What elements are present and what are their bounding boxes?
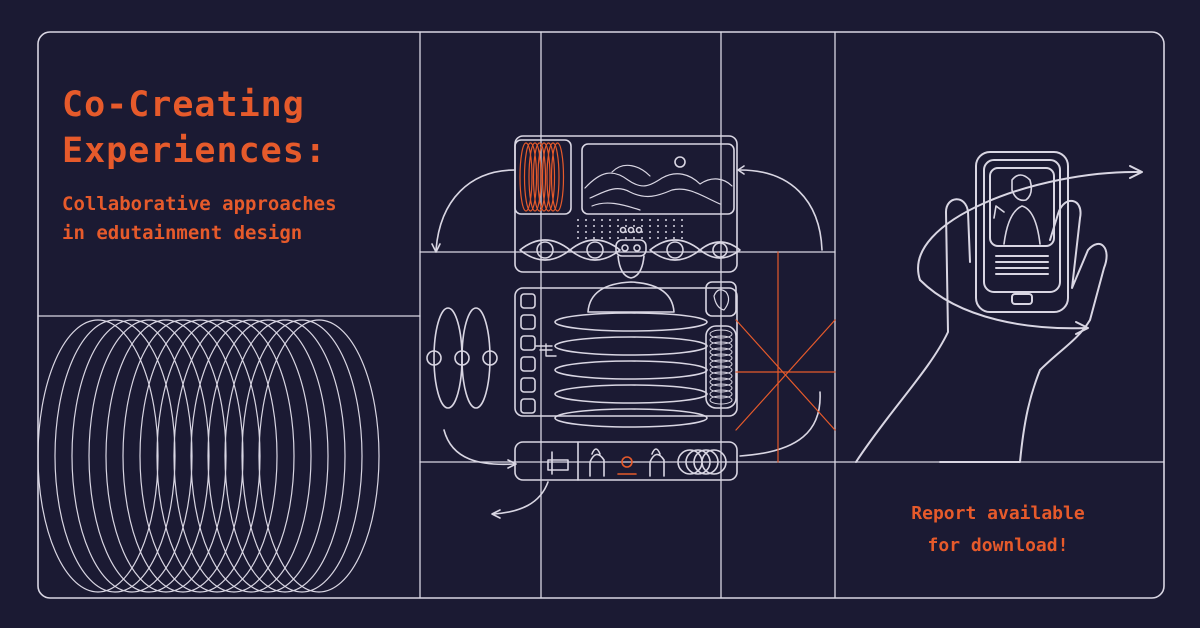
hand-icon — [547, 451, 569, 475]
landscape-waves — [584, 164, 733, 211]
headline: Co-Creating Experiences: — [62, 82, 327, 174]
vertical-coil — [709, 329, 733, 405]
person-right — [649, 448, 665, 477]
portrait-face — [713, 289, 730, 311]
center-dot-icon — [621, 456, 633, 468]
vr-headset-figure — [587, 226, 675, 313]
pointing-hand — [535, 343, 557, 357]
eyes-row — [519, 239, 741, 261]
cta-line-1: Report available — [911, 503, 1085, 524]
subtitle-line-2: in edutainment design — [62, 222, 303, 244]
coil-frame — [705, 325, 737, 409]
curve-arrow-left — [443, 429, 516, 466]
loop-diagram — [426, 307, 498, 409]
statue-figure — [993, 174, 1041, 245]
red-starburst — [735, 251, 836, 463]
curve-arrow-bottom — [493, 481, 549, 515]
middle-screen-panel — [514, 287, 738, 417]
subtitle-line-1: Collaborative approaches — [62, 193, 337, 215]
portrait-frame — [705, 281, 737, 317]
red-spring-coil — [519, 142, 565, 212]
landscape-screen — [581, 143, 735, 215]
frame-border — [37, 31, 1165, 599]
curve-arrow-right — [739, 391, 821, 457]
subtitle: Collaborative approaches in edutainment … — [62, 190, 337, 248]
hand-holding-phone — [855, 151, 1143, 463]
headline-line-1: Co-Creating — [62, 85, 305, 125]
dot-pattern — [577, 219, 683, 239]
person-left — [589, 448, 605, 477]
checkbox-list — [520, 293, 536, 414]
sun-icon — [674, 156, 686, 168]
headline-line-2: Experiences: — [62, 131, 327, 171]
bottom-screen-panel — [514, 441, 738, 481]
curve-arrow-top-left — [435, 169, 516, 251]
download-callout[interactable]: Report available for download! — [838, 498, 1158, 562]
cta-line-2: for download! — [927, 535, 1069, 556]
spring-coil-illustration — [37, 319, 380, 593]
phone-icon — [975, 151, 1069, 313]
stacked-ellipses — [554, 312, 708, 428]
ring-stack — [677, 449, 727, 475]
orbit-ellipse — [917, 170, 1141, 281]
grid-lines — [37, 31, 1165, 599]
curve-arrow-top-right — [739, 169, 823, 251]
